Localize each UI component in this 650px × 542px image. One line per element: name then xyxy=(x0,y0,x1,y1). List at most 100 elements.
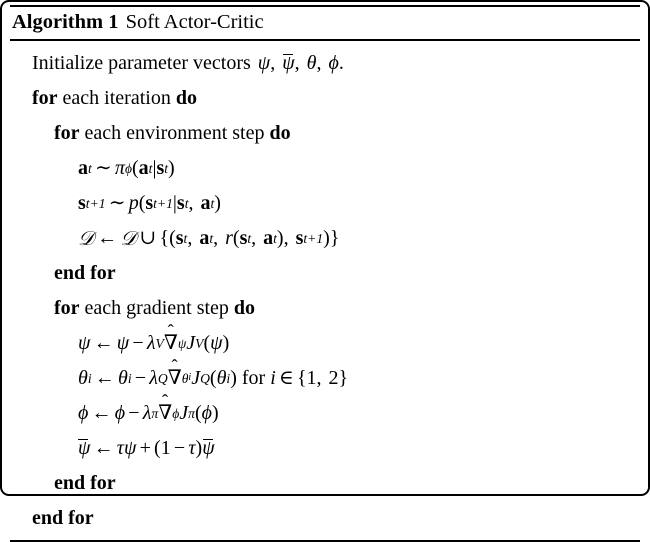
rparen-3: ) xyxy=(276,227,284,250)
subscript-t-7: t xyxy=(209,230,214,246)
title-rule xyxy=(10,38,640,41)
subscript-pi-1: π xyxy=(151,405,159,421)
symbol-theta-3: θ xyxy=(216,367,227,390)
subscript-Q-1: Q xyxy=(157,370,168,386)
comma-2: , xyxy=(294,52,300,75)
symbol-psi-bar-1: ψ xyxy=(78,437,91,460)
operator-sim-1: ∼ xyxy=(94,157,112,180)
symbol-nabla-hat-2: ∇ xyxy=(168,368,182,388)
symbol-tau-2: τ xyxy=(188,437,196,460)
algorithm-label: Algorithm 1 xyxy=(12,11,119,33)
mid-bar-2: | xyxy=(172,192,177,215)
number-one-2: 1 xyxy=(160,437,171,460)
vector-a-3: a xyxy=(200,192,211,215)
symbol-lambda-3: λ xyxy=(142,402,152,425)
subscript-V-2: V xyxy=(195,335,204,351)
vector-s-next-2: s xyxy=(145,192,154,215)
symbol-psi-3: ψ xyxy=(210,332,223,355)
symbol-theta-2: θ xyxy=(117,367,128,390)
symbol-psi-bar-2: ψ xyxy=(202,437,215,460)
symbol-p: p xyxy=(128,192,139,215)
comma-3: , xyxy=(316,52,322,75)
symbol-psi-4: ψ xyxy=(123,437,137,460)
symbol-J-2: J xyxy=(191,367,201,390)
initialize-text: Initialize parameter vectors xyxy=(32,52,251,75)
operator-minus-2: − xyxy=(134,367,147,390)
keyword-for-3: for xyxy=(54,297,80,320)
operator-in: ∈ xyxy=(278,367,294,390)
symbol-tau-1: τ xyxy=(116,437,124,460)
line-end-for-environment: end for xyxy=(2,256,648,291)
line-for-gradient-step: for each gradient step do xyxy=(2,291,648,326)
keyword-for-2: for xyxy=(54,122,80,145)
lparen-6: ( xyxy=(209,367,217,390)
comma-4: , xyxy=(188,192,194,215)
symbol-lambda-1: λ xyxy=(146,332,156,355)
symbol-script-d-2: 𝒟 xyxy=(120,226,137,251)
subscript-t-6: t xyxy=(183,230,188,246)
symbol-J-1: J xyxy=(186,332,196,355)
symbol-script-d-1: 𝒟 xyxy=(78,226,94,251)
algorithm-body: Initialize parameter vectors ψ, ψ, θ, ϕ.… xyxy=(2,41,648,536)
subscript-i-1: i xyxy=(87,370,92,386)
comma-8: , xyxy=(283,227,289,250)
keyword-do-3: do xyxy=(233,297,256,320)
period-1: . xyxy=(338,52,344,75)
text-each-iteration: each iteration xyxy=(62,87,171,110)
keyword-for-1: for xyxy=(32,87,58,110)
symbol-phi-1: ϕ xyxy=(78,402,89,425)
symbol-theta-1: θ xyxy=(78,367,88,390)
subscript-t-plus-1-3: t+1 xyxy=(303,230,324,246)
algorithm-title: Algorithm 1 Soft Actor-Critic xyxy=(2,7,648,37)
symbol-psi: ψ xyxy=(257,52,271,75)
operator-minus-3: − xyxy=(128,402,140,425)
subscript-t-3: t xyxy=(164,160,169,176)
rbrace-2: } xyxy=(338,367,349,390)
symbol-phi: ϕ xyxy=(328,52,339,75)
symbol-psi-bar: ψ xyxy=(282,52,295,75)
operator-sim-2: ∼ xyxy=(108,192,126,215)
text-each-environment-step: each environment step xyxy=(84,122,265,145)
keyword-end-for-3: end for xyxy=(32,507,94,530)
rparen-2: ) xyxy=(214,192,221,215)
vector-s: s xyxy=(156,157,165,180)
subscript-phi-2: ϕ xyxy=(172,405,180,421)
subscript-t-2: t xyxy=(148,160,153,176)
algorithm-box: Algorithm 1 Soft Actor-Critic Initialize… xyxy=(0,0,650,496)
lbrace-1: { xyxy=(159,227,170,250)
symbol-r: r xyxy=(225,227,233,250)
symbol-i-index: i xyxy=(270,367,276,390)
operator-leftarrow-5: ← xyxy=(93,437,114,460)
keyword-end-for-2: end for xyxy=(54,472,116,495)
comma-6: , xyxy=(213,227,219,250)
rparen-5: ) xyxy=(222,332,230,355)
comma-1: , xyxy=(270,52,276,75)
line-update-phi: ϕ←ϕ−λπ∇ϕJπ(ϕ) xyxy=(2,396,648,431)
symbol-phi-3: ϕ xyxy=(201,402,212,425)
subscript-phi-1: ϕ xyxy=(124,160,132,176)
symbol-J-3: J xyxy=(179,402,189,425)
symbol-psi-2: ψ xyxy=(116,332,130,355)
operator-plus-1: + xyxy=(139,437,151,460)
line-for-iteration: for each iteration do xyxy=(2,81,648,116)
subscript-i-3: i xyxy=(188,372,192,384)
subscript-theta-1: θ xyxy=(181,370,189,386)
lbrace-2: { xyxy=(296,367,307,390)
lparen-2: ( xyxy=(138,192,146,215)
rparen-1: ) xyxy=(168,157,175,180)
comma-7: , xyxy=(251,227,257,250)
symbol-pi: π xyxy=(114,157,125,180)
keyword-do-1: do xyxy=(175,87,197,110)
algorithm-name: Soft Actor-Critic xyxy=(125,11,264,33)
line-end-for-gradient: end for xyxy=(2,466,648,501)
rparen-4: ) xyxy=(323,227,330,250)
vector-s-4: s xyxy=(239,227,248,250)
subscript-t-plus-1-2: t+1 xyxy=(153,195,173,211)
vector-a-4: a xyxy=(199,227,210,250)
subscript-psi-1: ψ xyxy=(177,335,187,351)
number-one: 1 xyxy=(306,367,317,390)
vector-a: a xyxy=(78,157,88,180)
